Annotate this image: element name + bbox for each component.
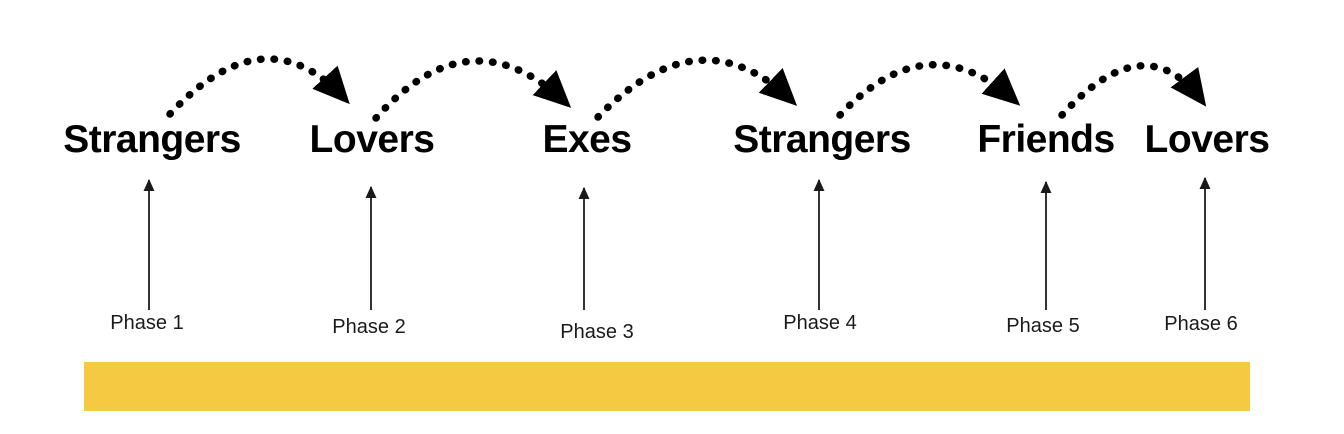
transition-arc-strangers-to-lovers [166,55,350,118]
phase-label-3: Phase 3 [560,321,634,343]
phase-label-2: Phase 2 [332,316,406,338]
transition-arc-lovers-to-exes [372,57,572,122]
timeline-bar [84,362,1250,411]
state-label-friends: Friends [977,118,1115,161]
phase-label-1: Phase 1 [110,312,184,334]
transition-arc-friends-to-lovers [1058,62,1207,119]
phase-label-5: Phase 5 [1006,315,1080,337]
phase-label-4: Phase 4 [783,312,857,334]
state-label-strangers-1: Strangers [63,118,241,161]
state-label-exes: Exes [542,118,632,161]
state-label-strangers-2: Strangers [733,118,911,161]
transition-arc-exes-to-strangers [594,56,798,121]
phase-pointer-group [143,176,1211,310]
transition-arc-strangers-to-friends [836,60,1021,119]
state-label-lovers-2: Lovers [1144,118,1270,161]
state-label-lovers-1: Lovers [309,118,435,161]
transition-arc-group [166,55,1207,122]
phase-label-6: Phase 6 [1164,313,1238,335]
